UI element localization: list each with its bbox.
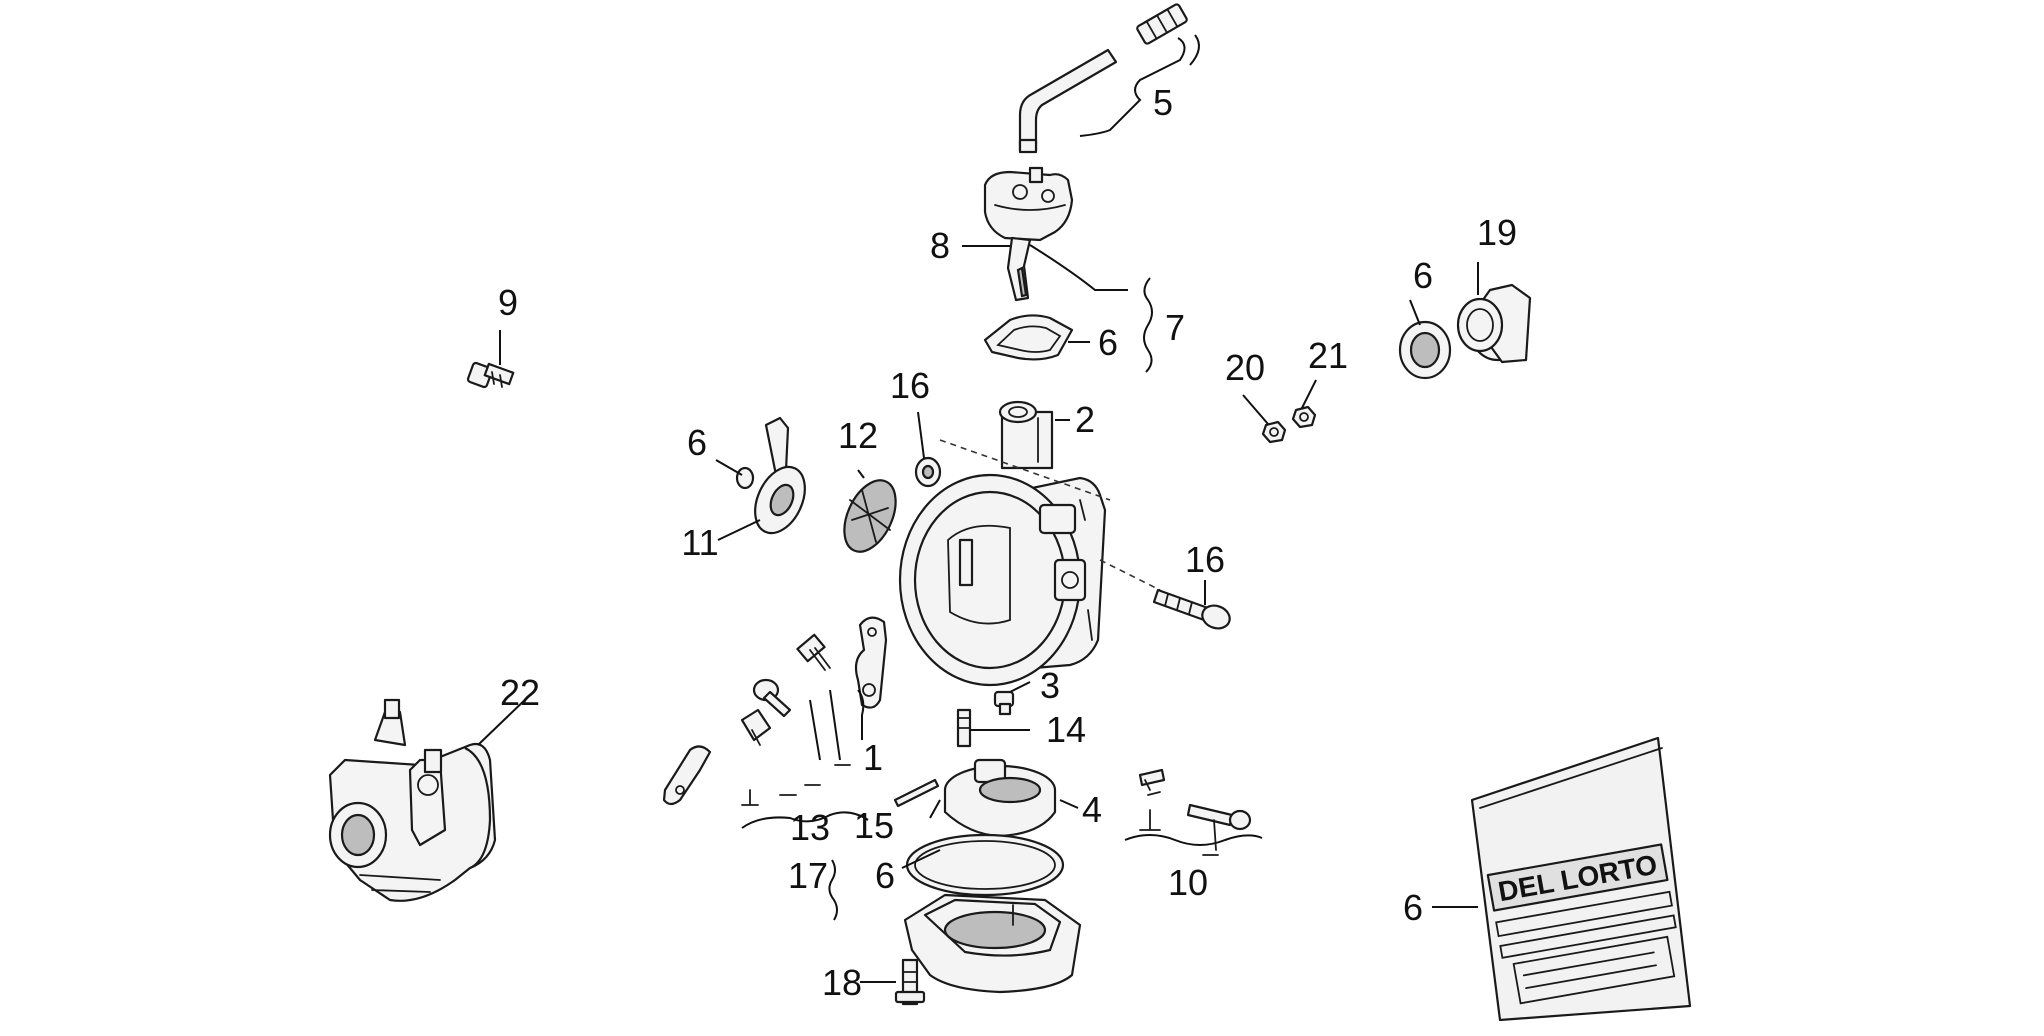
part-12-filter — [843, 479, 897, 553]
callout-12: 12 — [838, 415, 878, 456]
carburetor-body — [898, 473, 1107, 687]
part-16-nipple — [914, 456, 942, 488]
callout-22: 22 — [500, 672, 540, 713]
part-4-float — [943, 758, 1057, 838]
part-5-cable-fitting — [1018, 3, 1188, 154]
callout-6-gasket: 6 — [1098, 322, 1118, 363]
part-14-jet — [956, 708, 972, 748]
callout-16-nipple: 16 — [890, 365, 930, 406]
part-17-float-bowl — [903, 893, 1082, 994]
part-1-throttle-lever — [854, 616, 888, 709]
callout-20: 20 — [1225, 347, 1265, 388]
part-21-nut — [1291, 405, 1317, 429]
callout-10: 10 — [1168, 862, 1208, 903]
callout-19: 19 — [1477, 212, 1517, 253]
part-16-long-bolt — [1152, 588, 1231, 630]
leader-lines — [477, 34, 1479, 983]
callout-6-kit: 6 — [1403, 887, 1423, 928]
part-13-screw-a — [796, 633, 831, 671]
callout-5: 5 — [1153, 82, 1173, 123]
part-22-complete-carburetor — [328, 698, 497, 902]
part-11-lever-housing — [754, 416, 806, 535]
part-8-cover-assembly — [983, 166, 1074, 302]
callout-6-bowl-gasket: 6 — [875, 855, 895, 896]
callout-17: 17 — [788, 855, 828, 896]
part-20-nut — [1261, 420, 1287, 444]
callout-2: 2 — [1075, 399, 1095, 440]
part-6-small-washer — [735, 466, 755, 490]
callout-6-washer: 6 — [687, 422, 707, 463]
callout-8: 8 — [930, 225, 950, 266]
part-6-cover-gasket — [983, 314, 1074, 361]
callout-1: 1 — [863, 737, 883, 778]
callout-numbers: 1 2 3 4 5 6 6 6 6 6 7 8 9 10 11 12 13 14… — [498, 82, 1517, 1003]
part-13-lever — [662, 745, 712, 806]
part-13-screw-c — [740, 708, 772, 746]
callout-9: 9 — [498, 282, 518, 323]
callout-7: 7 — [1165, 307, 1185, 348]
callout-21: 21 — [1308, 335, 1348, 376]
assembly-line-upper — [939, 439, 1111, 501]
assembly-line-lower — [1099, 559, 1161, 591]
callout-16-bolt: 16 — [1185, 539, 1225, 580]
part-18-drain-screw — [894, 958, 926, 1006]
callout-11: 11 — [681, 522, 718, 563]
callout-4: 4 — [1082, 789, 1102, 830]
part-13-screw-b — [752, 678, 792, 718]
callout-13: 13 — [790, 807, 830, 848]
callout-6-seal: 6 — [1413, 255, 1433, 296]
part-6-bowl-gasket — [905, 833, 1065, 897]
part-6-gasket-kit-bag: DEL LORTO — [1470, 736, 1692, 1022]
part-13-spacer-marks — [741, 764, 851, 806]
part-1-leader-bar — [857, 689, 865, 740]
callout-14: 14 — [1046, 709, 1086, 750]
part-9-screw — [466, 361, 515, 389]
part-19-cap — [1456, 283, 1532, 364]
part-2-throttle-slide — [998, 400, 1054, 470]
part-15-needle — [893, 778, 940, 808]
callout-15: 15 — [854, 805, 894, 846]
callout-18: 18 — [822, 962, 862, 1003]
part-3-screw — [993, 690, 1015, 716]
part-6-seal-ring — [1398, 320, 1452, 380]
callout-3: 3 — [1040, 665, 1060, 706]
part-10-bolts — [1138, 768, 1252, 856]
